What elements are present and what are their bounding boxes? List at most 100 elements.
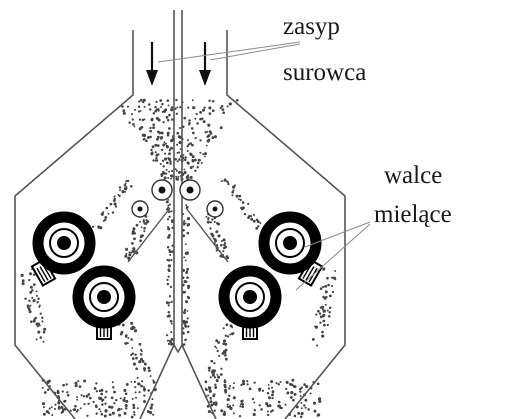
- material-particle: [191, 143, 194, 147]
- material-particle: [186, 317, 189, 320]
- material-particle: [183, 291, 186, 294]
- material-particle: [152, 159, 155, 162]
- material-particle: [162, 120, 165, 124]
- material-particle: [183, 256, 186, 259]
- material-particle: [222, 111, 226, 115]
- material-particle: [300, 386, 303, 389]
- material-particle: [132, 406, 136, 410]
- material-particle: [169, 147, 172, 150]
- material-particle: [208, 389, 212, 393]
- material-particle: [110, 405, 114, 409]
- material-particle: [235, 98, 239, 102]
- material-particle: [165, 200, 169, 204]
- material-particle: [213, 238, 217, 241]
- material-particle: [199, 111, 202, 114]
- material-particle: [209, 221, 212, 224]
- material-particle: [170, 170, 174, 173]
- material-particle: [214, 386, 218, 389]
- material-particle: [211, 373, 215, 377]
- material-particle: [208, 106, 212, 110]
- material-particle: [104, 216, 108, 219]
- material-particle: [28, 278, 31, 282]
- feed-leader-line: [157, 41, 301, 63]
- material-particle: [275, 382, 278, 385]
- material-particle: [300, 411, 304, 416]
- material-particle: [235, 194, 239, 198]
- material-particle: [184, 259, 187, 262]
- material-particle: [300, 401, 303, 404]
- material-particle: [97, 225, 100, 228]
- material-particle: [147, 103, 151, 106]
- material-particle: [103, 414, 107, 418]
- material-particle: [243, 213, 247, 216]
- material-particle: [191, 155, 195, 159]
- material-particle: [178, 151, 181, 154]
- material-particle: [104, 409, 108, 413]
- material-particle: [284, 403, 287, 406]
- material-particle: [194, 137, 197, 140]
- material-particle: [225, 323, 229, 327]
- material-particle: [259, 387, 262, 390]
- material-particle: [160, 148, 164, 152]
- right-deflector: [185, 207, 229, 263]
- material-particle: [139, 239, 142, 243]
- material-particle: [50, 406, 53, 409]
- material-particle: [211, 218, 214, 221]
- material-particle: [188, 121, 191, 125]
- material-particle: [122, 109, 126, 113]
- material-particle: [167, 235, 171, 239]
- material-particle: [217, 341, 220, 344]
- material-particle: [21, 282, 25, 286]
- material-particle: [203, 152, 208, 156]
- material-particle: [146, 410, 150, 413]
- material-particle: [95, 382, 98, 385]
- material-particle: [206, 405, 210, 408]
- material-particle: [111, 211, 115, 214]
- material-particle: [121, 323, 125, 327]
- material-particle: [61, 390, 64, 393]
- material-particle: [224, 245, 227, 249]
- material-particle: [128, 251, 131, 254]
- material-particle: [212, 394, 216, 398]
- left-chute-wall: [14, 30, 134, 419]
- material-particle: [184, 243, 187, 246]
- material-particle: [104, 402, 107, 405]
- material-particle: [168, 248, 171, 252]
- material-particle: [125, 252, 128, 255]
- material-particle: [213, 376, 217, 379]
- material-particle: [117, 407, 121, 411]
- material-particle: [222, 327, 225, 330]
- material-particle: [192, 106, 196, 110]
- material-particle: [151, 398, 154, 401]
- material-particle: [112, 199, 116, 202]
- material-particle: [168, 301, 171, 304]
- material-particle: [258, 389, 261, 392]
- material-particle: [150, 152, 154, 156]
- material-particle: [166, 118, 170, 122]
- material-particle: [187, 106, 190, 109]
- material-particle: [246, 380, 249, 383]
- material-particle: [215, 339, 219, 342]
- material-particle: [205, 388, 208, 392]
- material-particle: [232, 396, 236, 400]
- material-particle: [130, 327, 134, 331]
- material-particle: [122, 398, 126, 402]
- material-particle: [45, 410, 49, 414]
- material-particle: [142, 387, 147, 391]
- material-particle: [151, 145, 155, 149]
- material-particle: [196, 161, 200, 165]
- grinding-roll: [72, 265, 136, 340]
- material-particle: [124, 190, 127, 193]
- material-particle: [61, 408, 65, 411]
- material-particle: [223, 243, 226, 247]
- material-particle: [290, 383, 294, 387]
- material-particle: [78, 385, 82, 388]
- material-particle: [169, 162, 172, 165]
- material-particle: [222, 349, 226, 353]
- material-particle: [290, 396, 293, 399]
- material-particle: [175, 112, 178, 115]
- material-particle: [322, 309, 326, 313]
- material-particle: [202, 153, 205, 156]
- center-divider: [173, 344, 183, 353]
- material-particle: [154, 151, 157, 154]
